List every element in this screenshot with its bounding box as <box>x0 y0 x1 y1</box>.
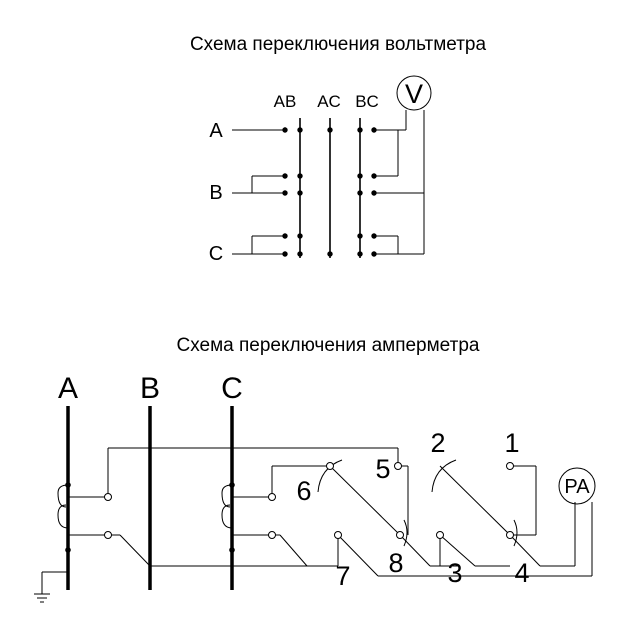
switch-label-bc: BC <box>355 92 379 111</box>
voltmeter-label: V <box>405 79 423 109</box>
contact-number-3: 3 <box>447 558 462 588</box>
voltmeter-circle <box>396 75 432 111</box>
voltmeter-contact-dots <box>282 127 377 257</box>
ammeter-symbol: PA <box>558 467 596 505</box>
contact-number-4: 4 <box>514 558 529 588</box>
contact-number-2: 2 <box>430 428 445 458</box>
ammeter-circle <box>558 467 596 505</box>
contact-number-8: 8 <box>388 548 403 578</box>
contact-number-6: 6 <box>296 476 311 506</box>
switch-contact-bars <box>299 118 361 258</box>
ammeter-scheme: Схема переключения амперметра A B C <box>34 335 596 603</box>
switch-label-ab: AB <box>274 92 297 111</box>
current-transformer-a <box>57 482 108 553</box>
phase-input-a-label: A <box>209 120 223 142</box>
phase-buses <box>66 406 234 590</box>
phase-bus-c-label: C <box>221 372 243 405</box>
ammeter-label: PA <box>564 476 590 498</box>
ammeter-wiring <box>34 447 593 603</box>
voltmeter-wiring <box>232 110 425 255</box>
current-transformer-c <box>221 482 272 553</box>
contact-number-1: 1 <box>504 428 519 458</box>
phase-input-b-label: B <box>209 182 222 204</box>
phase-input-c-label: C <box>209 243 223 265</box>
phase-bus-b-label: B <box>140 372 160 405</box>
phase-bus-a-label: A <box>58 372 78 405</box>
contact-number-7: 7 <box>335 561 350 591</box>
open-contacts <box>104 462 514 539</box>
voltmeter-scheme: Схема переключения вольтметра AB AC BC A… <box>190 34 487 265</box>
switch-arcs <box>317 459 518 547</box>
voltmeter-scheme-title: Схема переключения вольтметра <box>190 34 487 55</box>
switch-label-ac: AC <box>317 92 341 111</box>
ammeter-scheme-title: Схема переключения амперметра <box>177 335 480 356</box>
contact-number-5: 5 <box>375 454 390 484</box>
voltmeter-symbol: V <box>396 75 432 111</box>
